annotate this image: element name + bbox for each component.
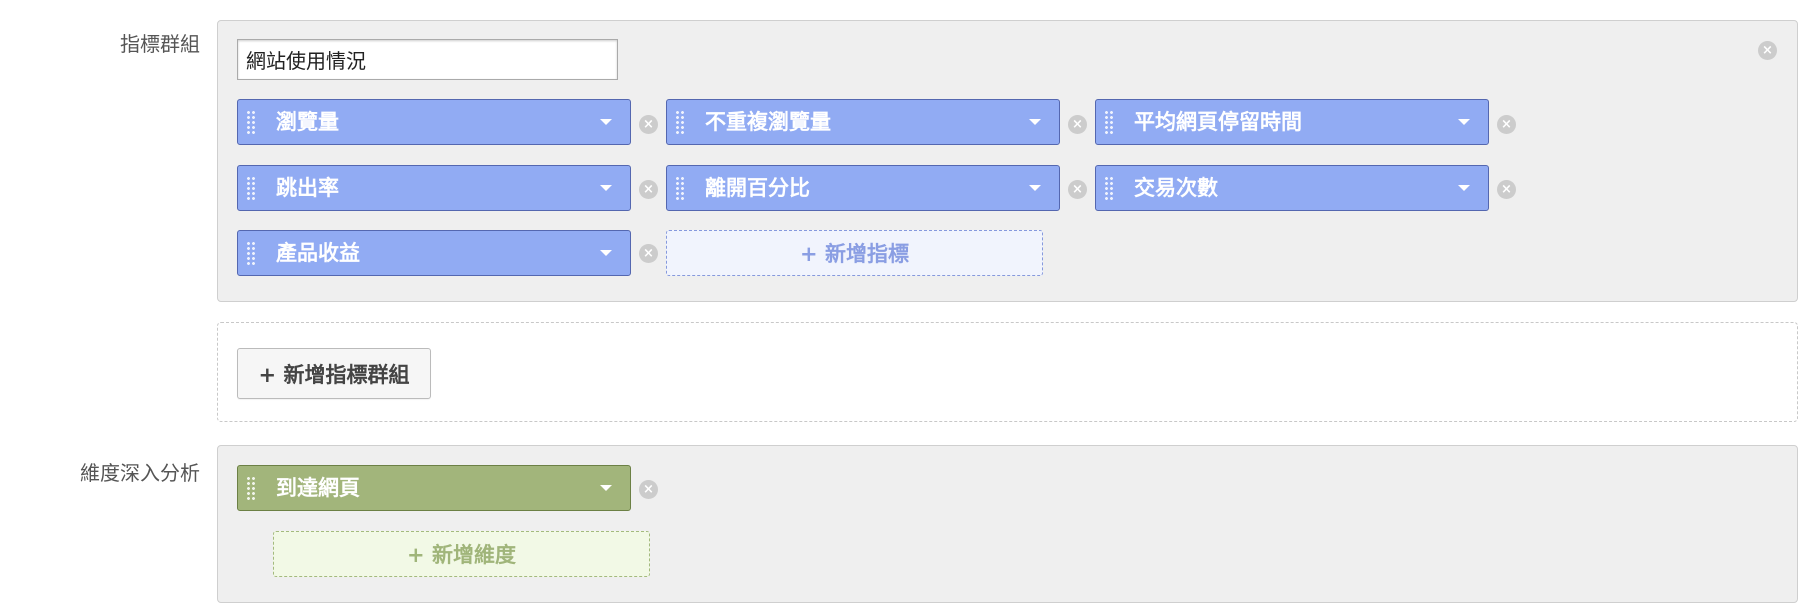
- chevron-down-icon[interactable]: [1458, 119, 1470, 125]
- remove-metric-icon[interactable]: ×: [1497, 180, 1516, 199]
- metric-chip[interactable]: 交易次數: [1095, 165, 1489, 211]
- metric-chip-label: 離開百分比: [705, 176, 810, 200]
- remove-metric-icon[interactable]: ×: [1068, 115, 1087, 134]
- remove-metric-icon[interactable]: ×: [639, 244, 658, 263]
- metric-group-label: 指標群組: [120, 32, 200, 56]
- drag-handle-icon[interactable]: [246, 241, 256, 267]
- metric-chip[interactable]: 跳出率: [237, 165, 631, 211]
- metric-chip-label: 跳出率: [276, 176, 339, 200]
- metric-chip[interactable]: 離開百分比: [666, 165, 1060, 211]
- drag-handle-icon[interactable]: [246, 476, 256, 502]
- remove-metric-icon[interactable]: ×: [1497, 115, 1516, 134]
- drag-handle-icon[interactable]: [246, 176, 256, 202]
- remove-metric-icon[interactable]: ×: [639, 115, 658, 134]
- metric-chip-label: 瀏覽量: [276, 110, 339, 134]
- add-metric-group-button[interactable]: + 新增指標群組: [237, 348, 431, 399]
- metric-chip-label: 交易次數: [1134, 176, 1218, 200]
- remove-metric-icon[interactable]: ×: [639, 180, 658, 199]
- add-metric-group-panel: [217, 322, 1798, 422]
- metric-chip-label: 不重複瀏覽量: [705, 110, 831, 134]
- metric-chip[interactable]: 不重複瀏覽量: [666, 99, 1060, 145]
- metric-chip[interactable]: 產品收益: [237, 230, 631, 276]
- chevron-down-icon[interactable]: [600, 119, 612, 125]
- dimension-chip[interactable]: 到達網頁: [237, 465, 631, 511]
- drag-handle-icon[interactable]: [1104, 176, 1114, 202]
- add-dimension-button[interactable]: + 新增維度: [273, 531, 650, 577]
- drag-handle-icon[interactable]: [675, 176, 685, 202]
- drag-handle-icon[interactable]: [675, 110, 685, 136]
- dimension-drilldown-label: 維度深入分析: [80, 461, 200, 485]
- drag-handle-icon[interactable]: [1104, 110, 1114, 136]
- remove-metric-group-icon[interactable]: ×: [1758, 41, 1777, 60]
- drag-handle-icon[interactable]: [246, 110, 256, 136]
- chevron-down-icon[interactable]: [1029, 185, 1041, 191]
- metric-chip-label: 平均網頁停留時間: [1134, 110, 1302, 134]
- chevron-down-icon[interactable]: [600, 485, 612, 491]
- chevron-down-icon[interactable]: [1029, 119, 1041, 125]
- chevron-down-icon[interactable]: [600, 250, 612, 256]
- metric-chip-label: 產品收益: [276, 241, 360, 265]
- add-metric-button[interactable]: + 新增指標: [666, 230, 1043, 276]
- chevron-down-icon[interactable]: [1458, 185, 1470, 191]
- chevron-down-icon[interactable]: [600, 185, 612, 191]
- remove-dimension-icon[interactable]: ×: [639, 480, 658, 499]
- metric-chip[interactable]: 平均網頁停留時間: [1095, 99, 1489, 145]
- remove-metric-icon[interactable]: ×: [1068, 180, 1087, 199]
- metric-group-name-input[interactable]: [237, 39, 618, 80]
- metric-chip[interactable]: 瀏覽量: [237, 99, 631, 145]
- dimension-chip-label: 到達網頁: [276, 476, 360, 500]
